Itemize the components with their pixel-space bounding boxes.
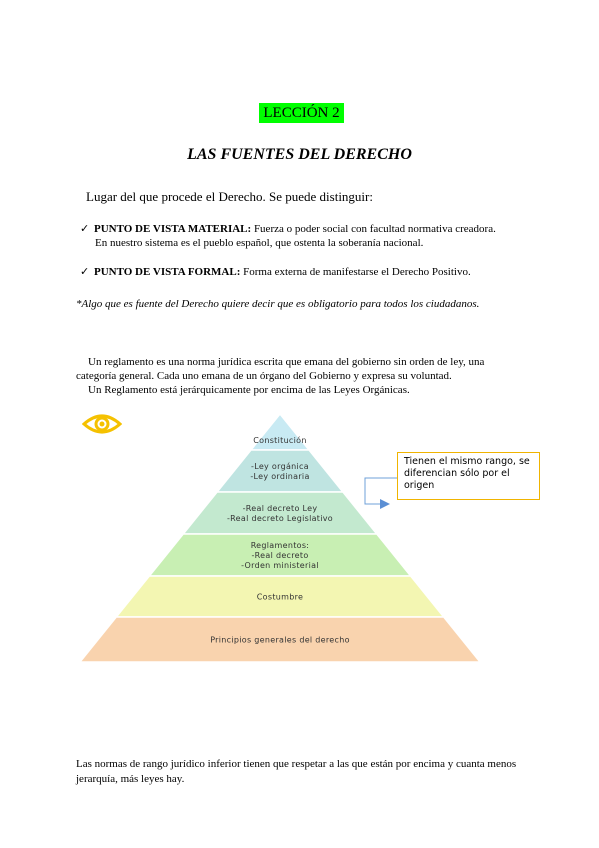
bullet-text: Forma externa de manifestarse el Derecho…	[240, 266, 471, 278]
pyramid-label: -Ley ordinaria	[250, 472, 309, 481]
footer-text: Las normas de rango jurídico inferior ti…	[76, 758, 517, 785]
pyramid-label: -Real decreto Legislativo	[227, 514, 333, 523]
connector-line	[364, 477, 397, 505]
pyramid-level-6	[80, 616, 480, 662]
bullet-label: PUNTO DE VISTA FORMAL:	[94, 266, 241, 278]
page-title: LAS FUENTES DEL DERECHO	[187, 146, 412, 163]
bullet-formal: ✓ PUNTO DE VISTA FORMAL: Forma externa de…	[80, 265, 471, 279]
eye-icon	[82, 414, 122, 434]
pyramid-label: -Real decreto	[251, 551, 308, 560]
pyramid-level-3	[181, 491, 379, 535]
lesson-label: LECCIÓN 2	[259, 103, 344, 123]
pyramid-label: Principios generales del derecho	[210, 636, 350, 645]
pyramid-label: -Ley orgánica	[251, 462, 309, 471]
pyramid-label: -Orden ministerial	[241, 561, 319, 570]
pyramid-label: Reglamentos:	[251, 541, 310, 550]
bullet-continuation: En nuestro sistema es el pueblo español,…	[95, 237, 424, 249]
bullet-text: Fuerza o poder social con facultad norma…	[251, 223, 496, 235]
check-icon: ✓	[80, 266, 90, 278]
pyramid-label: Costumbre	[257, 593, 303, 602]
intro-text: Lugar del que procede el Derecho. Se pue…	[86, 189, 373, 204]
pyramid-level-2	[215, 449, 345, 493]
arrow-head-icon	[380, 499, 390, 509]
paragraph-line: Un Reglamento está jerárquicamente por e…	[88, 384, 410, 396]
callout-box: Tienen el mismo rango, se diferencian só…	[397, 452, 540, 500]
paragraph-line: categoría general. Cada uno emana de un …	[76, 370, 452, 382]
pyramid-label: -Real decreto Ley	[243, 504, 318, 513]
hierarchy-pyramid: Constitución -Ley orgánica-Ley ordinaria -…	[80, 412, 480, 662]
note-text: *Algo que es fuente del Derecho quiere d…	[76, 298, 480, 310]
bullet-label: PUNTO DE VISTA MATERIAL:	[94, 223, 252, 235]
paragraph-line: Un reglamento es una norma jurídica escr…	[88, 356, 485, 368]
pyramid-label: Constitución	[253, 435, 306, 445]
bullet-material: ✓ PUNTO DE VISTA MATERIAL: Fuerza o poder…	[80, 222, 496, 236]
check-icon: ✓	[80, 223, 90, 235]
